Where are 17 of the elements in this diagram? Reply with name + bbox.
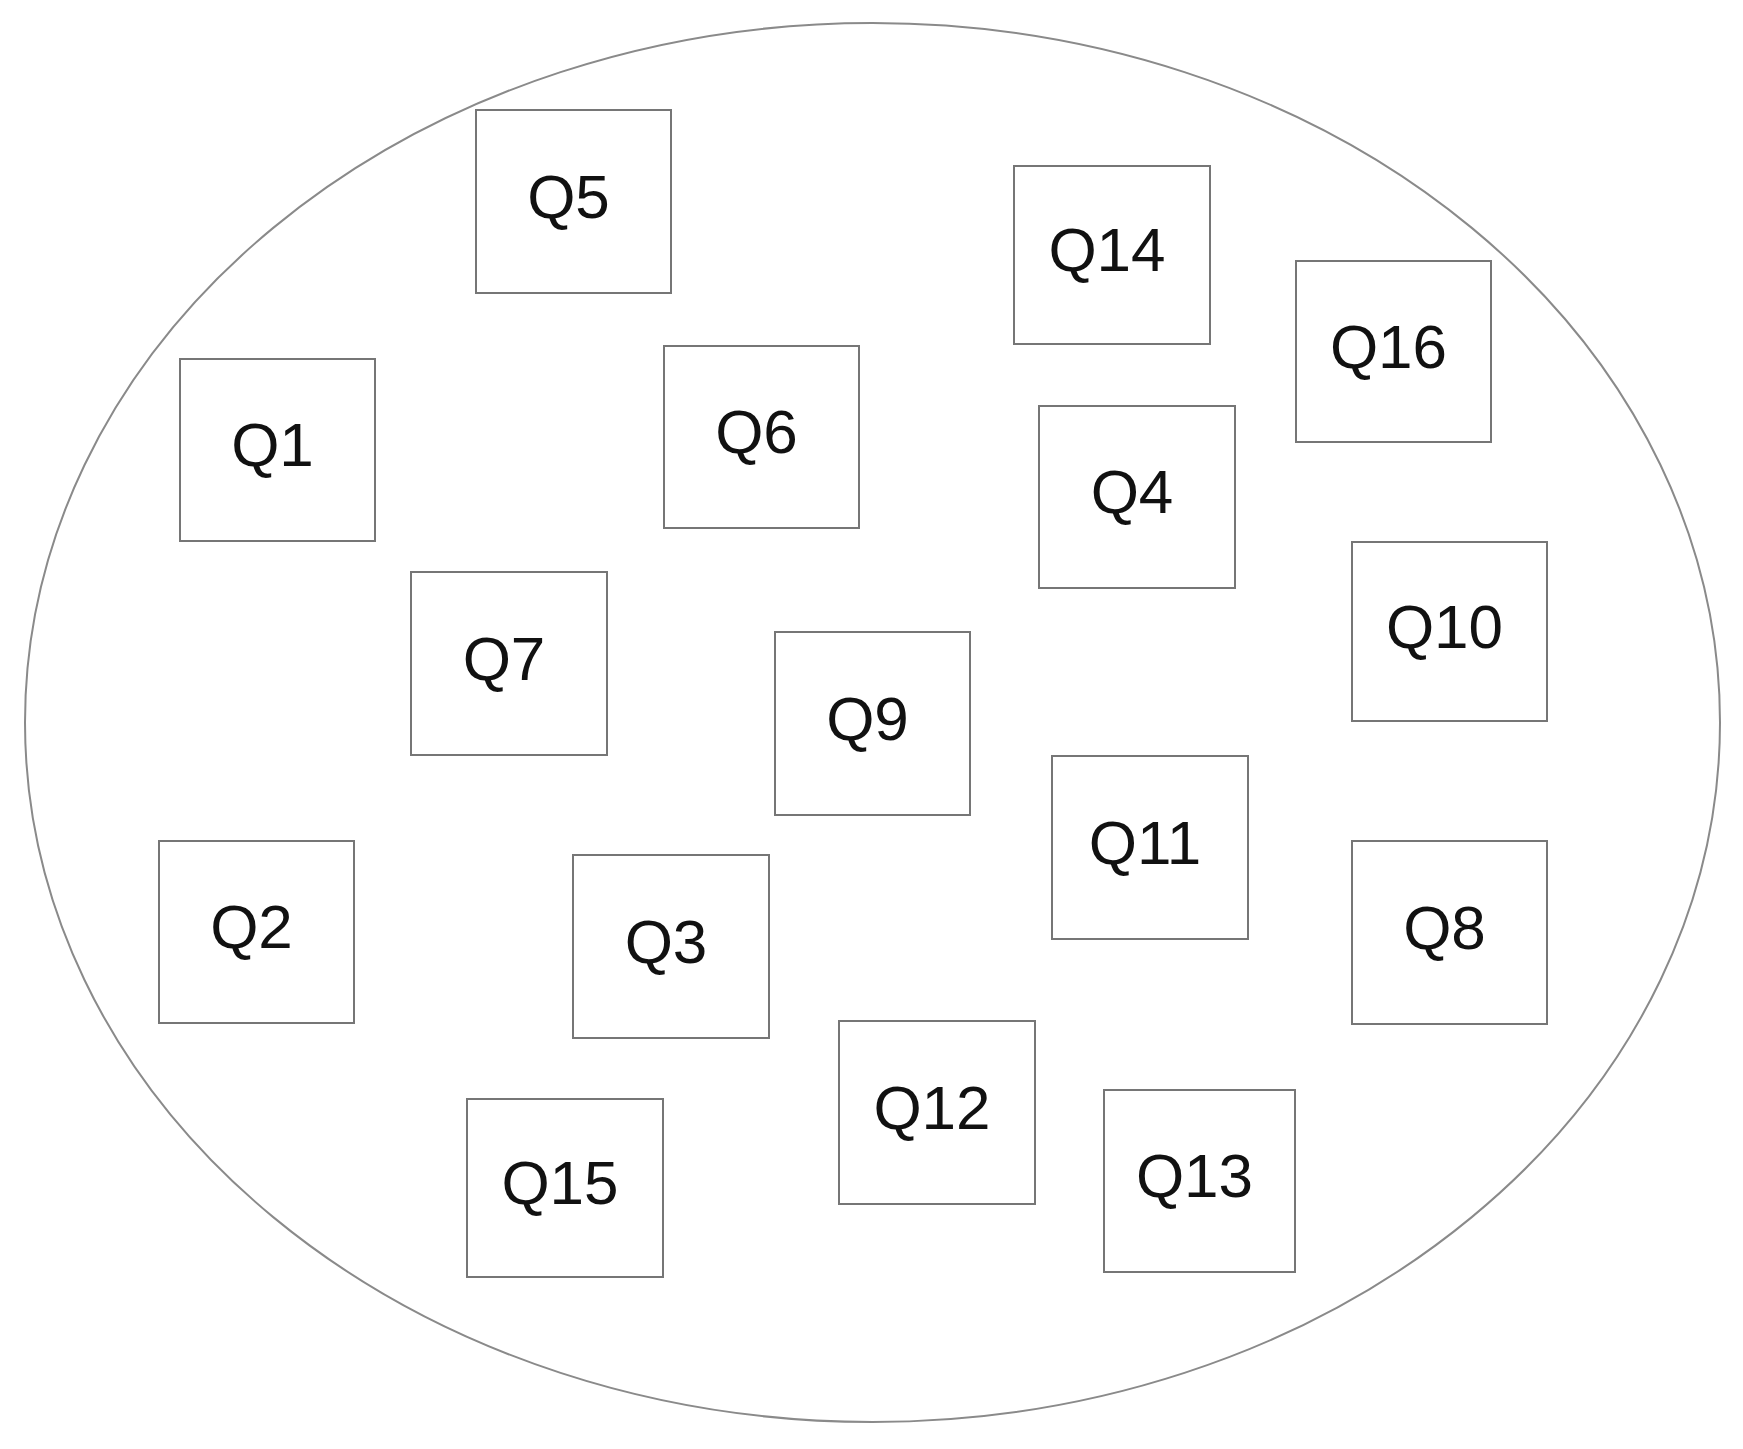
question-box: Q3 — [572, 854, 770, 1039]
question-box: Q4 — [1038, 405, 1236, 589]
question-box: Q8 — [1351, 840, 1548, 1025]
question-box: Q14 — [1013, 165, 1211, 345]
question-box: Q10 — [1351, 541, 1548, 722]
enclosing-ellipse — [24, 22, 1721, 1423]
question-box: Q9 — [774, 631, 971, 816]
question-box: Q5 — [475, 109, 672, 294]
question-box: Q12 — [838, 1020, 1036, 1205]
question-box: Q2 — [158, 840, 355, 1024]
question-box: Q16 — [1295, 260, 1492, 443]
question-box: Q13 — [1103, 1089, 1296, 1273]
question-box: Q7 — [410, 571, 608, 756]
question-box: Q15 — [466, 1098, 664, 1278]
question-box: Q1 — [179, 358, 376, 542]
question-box: Q6 — [663, 345, 860, 529]
question-box: Q11 — [1051, 755, 1249, 940]
